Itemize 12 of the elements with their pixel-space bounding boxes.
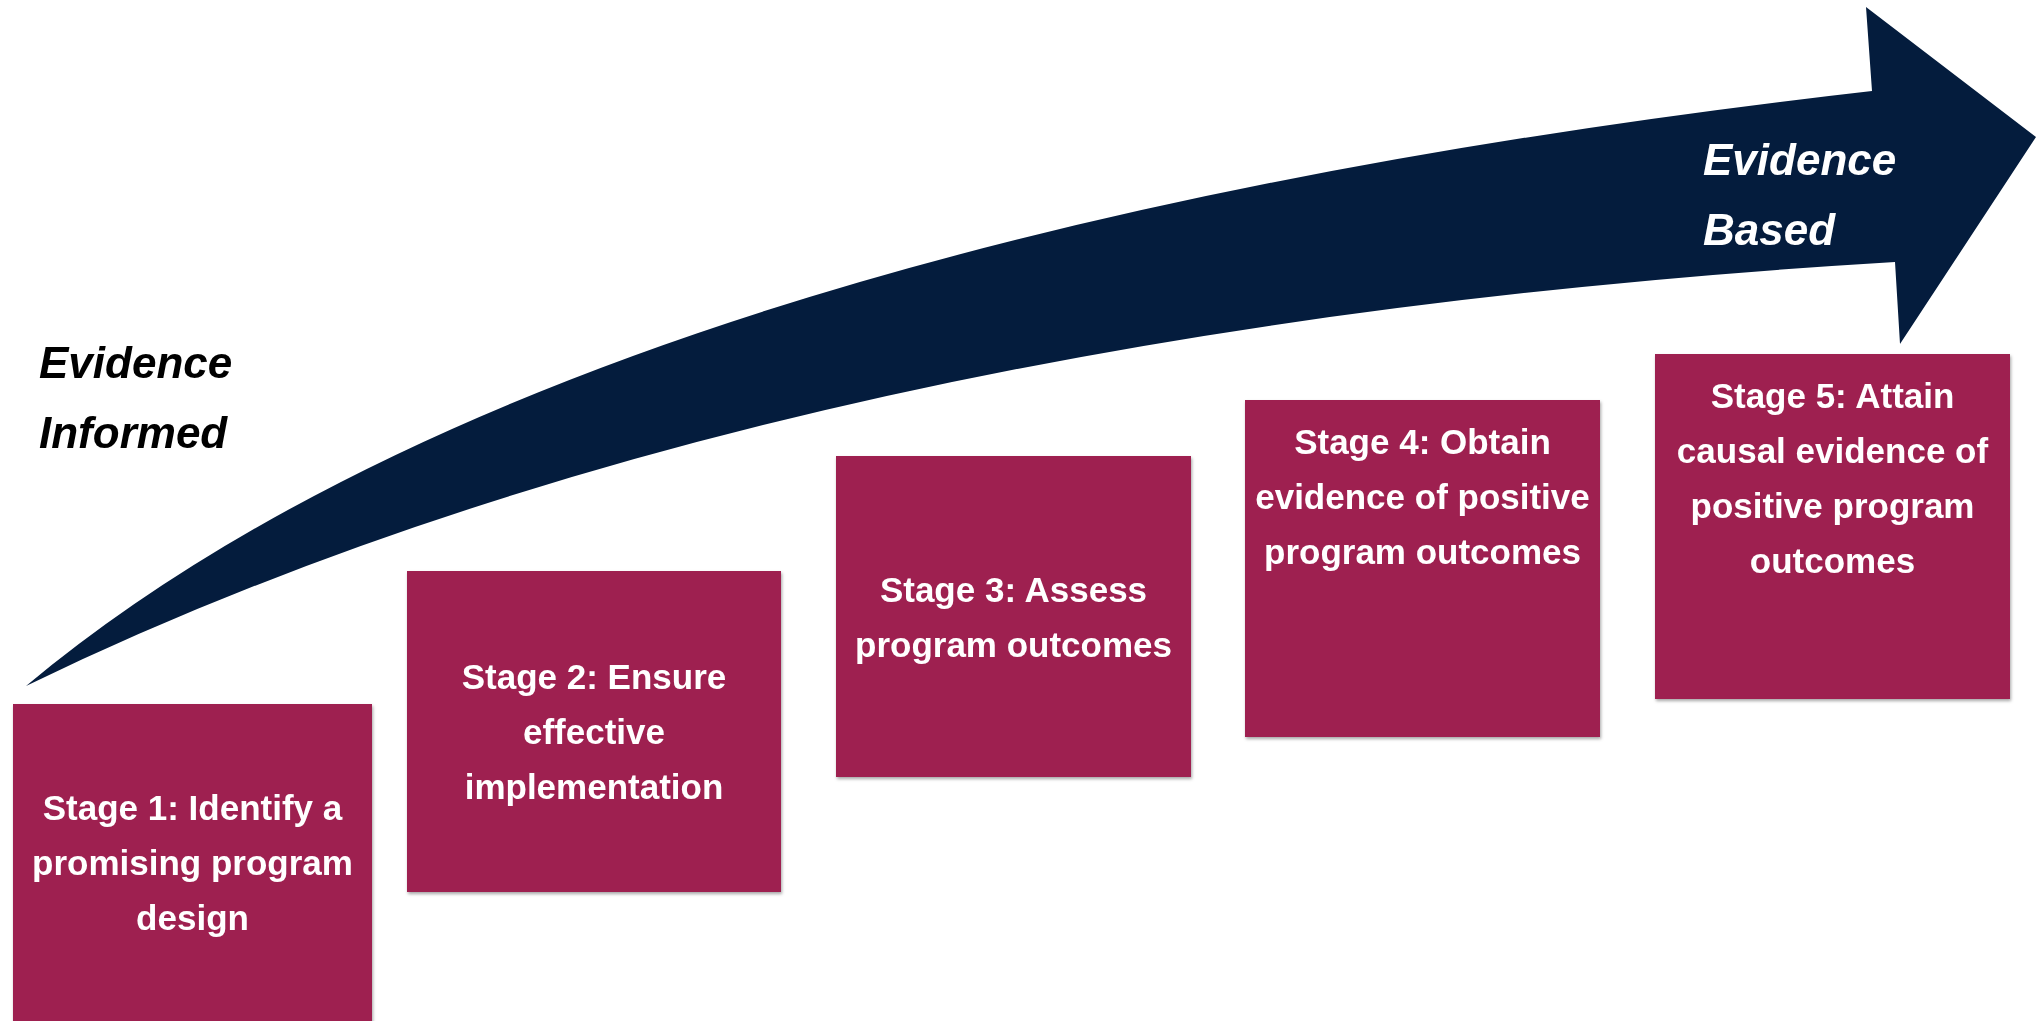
stage-box	[1655, 354, 2010, 699]
arrow-label: Evidence Based	[1703, 134, 1898, 256]
stage-text: Stage 3: Assess program outcomes	[854, 568, 1173, 666]
stage-text: Stage 1: Identify a promising program design	[31, 787, 354, 939]
stage-text: Stage 5: Attain causal evidence of positive program outcomes	[1675, 375, 1990, 582]
stage-text: Stage 2: Ensure effective implementation	[460, 656, 728, 808]
stage-box	[13, 704, 372, 1021]
stage-box	[836, 456, 1191, 777]
stage-text: Stage 4: Obtain evidence of positive program outcomes	[1255, 421, 1590, 573]
stage-box	[1245, 400, 1600, 737]
stage-box	[407, 571, 781, 892]
arrow-label: Evidence Informed	[39, 337, 234, 459]
